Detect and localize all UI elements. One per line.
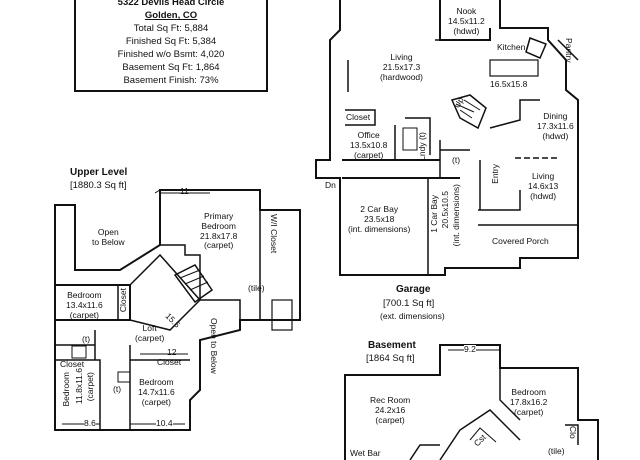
address: 5322 Devils Head Circle [117,0,225,8]
bbed-dims: 17.8x16.2 [510,396,548,407]
basement-dim-top: 9.2 [464,344,476,355]
basement-sqft: Basement Sq Ft: 1,864 [122,62,220,73]
bbed-floor: (carpet) [514,406,544,417]
basement-bedroom-label: Bedroom 17.8x16.2 (carpet) [510,387,548,417]
wet-bar-label: Wet Bar [350,448,381,458]
two-car-bay-label: 2 Car Bay 23.5x18 (int. dimensions) [348,204,411,234]
bed3-dims: 14.7x11.6 [138,386,175,397]
office-floor: (carpet) [354,149,384,160]
nook-label: Nook 14.5x11.2 (hdwd) [448,6,485,36]
upper-level-title: Upper Level [70,167,128,178]
bed1-name: Bedroom [67,290,102,300]
finished-sqft: Finished Sq Ft: 5,384 [125,36,217,47]
basement-area: [1864 Sq ft] [366,353,415,364]
bed3-floor: (carpet) [141,396,171,407]
main-level-walls [315,0,579,276]
primary-floor: (carpet) [204,240,234,251]
office-dims: 13.5x10.8 [350,139,388,150]
primary-dims: 21.8x17.8 [200,230,238,241]
dining-floor: (hdwd) [542,130,569,141]
finished-wo-bsmt: Finished w/o Bsmt: 4,020 [117,49,225,60]
primary-name2: Bedroom [201,220,236,231]
garage-note: (ext. dimensions) [380,311,445,321]
kitchen-label: Kitchen [497,42,526,52]
bed1-floor: (carpet) [69,309,99,320]
bedroom3-label: Bedroom 14.7x11.6 (carpet) [138,377,175,407]
living2-dims: 14.6x13 [528,180,559,191]
living2-name: Living [532,171,555,181]
bay2-note: (int. dimensions) [348,223,411,234]
basement-tile: (tile) [548,446,565,456]
garage-title: Garage [396,284,431,295]
bbed-name: Bedroom [511,387,546,397]
closet-b: Closet [60,359,85,369]
one-car-bay-dims: 20.5x10.5 [440,191,450,229]
entry-label: Entry [490,164,500,184]
upper-level-walls [54,189,301,431]
total-sqft: Total Sq Ft: 5,884 [133,23,209,34]
garage-area: [700.1 Sq ft] [383,298,435,309]
upper-t2: (t) [113,384,122,394]
primary-name: Primary [204,211,234,221]
property-summary-box: 5322 Devils Head Circle Golden, CO Total… [74,0,268,92]
bedroom1-label: Bedroom 13.4x11.6 (carpet) [66,290,103,320]
bedroom2-name: Bedroom [61,372,71,407]
rec-dims: 24.2x16 [374,404,406,415]
dining-name: Dining [543,111,568,121]
basement-walls [344,344,599,460]
main-closet: Closet [346,112,371,122]
office-name: Office [357,130,380,140]
loft-name: Loft [142,323,157,333]
nook-floor: (hdwd) [453,25,480,36]
closet-a: Closet [118,288,128,313]
covered-porch-label: Covered Porch [492,236,549,246]
rec-name: Rec Room [370,395,411,405]
primary-bedroom-label: Primary Bedroom 21.8x17.8 (carpet) [200,211,238,251]
loft-floor: (carpet) [135,332,165,343]
bedroom2-dims: 11.8x11.6 [74,368,84,405]
upper-t1: (t) [82,334,91,344]
city: Golden, CO [144,10,198,21]
basement-finish: Basement Finish: 73% [123,75,219,86]
nook-dims: 14.5x11.2 [448,15,485,26]
one-car-bay-note: (int. dimensions) [451,184,461,247]
living2-label: Living 14.6x13 (hdwd) [528,171,559,201]
dim-bottom-right: 10.4 [156,418,173,429]
dim-bottom-left: 8.6 [84,418,96,429]
nook-name: Nook [456,6,477,16]
main-dn: Dn [325,180,336,190]
office-label: Office 13.5x10.8 (carpet) [350,130,388,160]
loft-label: Loft (carpet) [135,323,165,344]
dining-dims: 17.3x11.6 [537,120,574,131]
rec-floor: (carpet) [375,414,405,425]
dining-label: Dining 17.3x11.6 (hdwd) [537,111,574,141]
upper-level-area: [1880.3 Sq ft] [70,180,127,191]
closet-c: Closet [157,357,182,367]
upper-tile: (tile) [248,283,265,293]
open-to-below-2: Open to Below [208,318,219,374]
one-car-bay-name: 1 Car Bay [429,195,439,233]
living1-name: Living [390,52,413,62]
living1-floor: (hardwood) [380,71,423,82]
upper-dim-top: 11 [180,186,189,196]
bedroom2-floor: (carpet) [85,372,95,402]
main-t: (t) [452,155,461,165]
rec-room-label: Rec Room 24.2x16 (carpet) [370,395,411,425]
living1-dims: 21.5x17.3 [382,61,421,72]
pantry-label: Pantry [563,38,574,63]
bay2-name: 2 Car Bay [360,204,399,214]
bed1-dims: 13.4x11.6 [66,299,103,310]
basement-title: Basement [368,340,416,351]
bed3-name: Bedroom [139,377,174,387]
wi-closet-label: W/I Closet [268,214,279,254]
kitchen-dims: 16.5x15.8 [490,79,528,89]
loft-dim: 12 [167,347,177,357]
basement-clo: Clo [567,426,578,439]
living1-label: Living 21.5x17.3 (hardwood) [380,52,423,82]
living2-floor: (hdwd) [530,190,557,201]
open-to-below-1: Open to Below [92,227,125,247]
laundry-label: Lndy (t) [417,132,427,161]
bay2-dims: 23.5x18 [364,213,395,224]
